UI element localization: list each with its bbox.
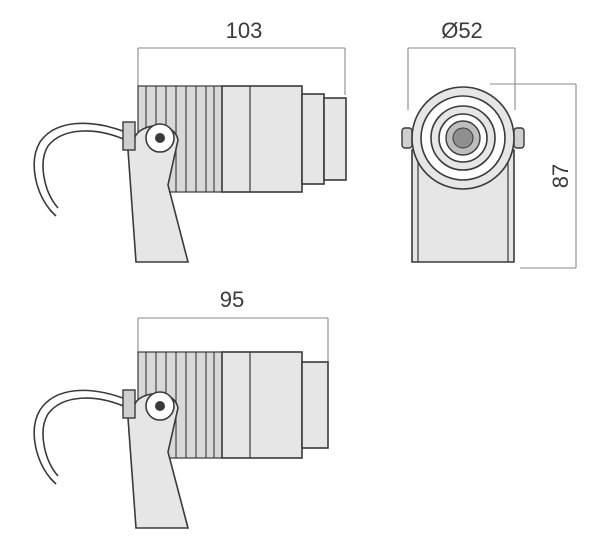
dimension-line-103: 103 xyxy=(137,18,346,95)
cable-gland xyxy=(122,121,136,151)
dimension-line-95: 95 xyxy=(137,287,329,362)
dimension-label-height: 87 xyxy=(548,164,573,188)
dimension-label-length-long: 103 xyxy=(226,18,263,43)
dimension-label-length-short: 95 xyxy=(220,287,244,312)
front-ring xyxy=(301,93,325,185)
cable-gland xyxy=(122,389,136,419)
dimension-line-diameter: Ø52 xyxy=(407,18,516,110)
dimension-label-diameter: Ø52 xyxy=(441,18,483,43)
side-knob-right xyxy=(513,127,525,149)
lens-cap xyxy=(301,361,329,449)
body-cylinder xyxy=(221,85,303,193)
cable xyxy=(33,122,129,213)
side-view-long: 103 xyxy=(33,18,347,263)
body-cylinder xyxy=(221,351,303,459)
lens-cap xyxy=(323,97,347,181)
led-emitter xyxy=(452,127,474,149)
dimension-line-height: 87 xyxy=(490,83,577,269)
side-knob-left xyxy=(401,127,413,149)
front-view: Ø52 87 xyxy=(401,18,577,269)
side-view-short: 95 xyxy=(33,287,329,529)
cable xyxy=(33,389,129,481)
